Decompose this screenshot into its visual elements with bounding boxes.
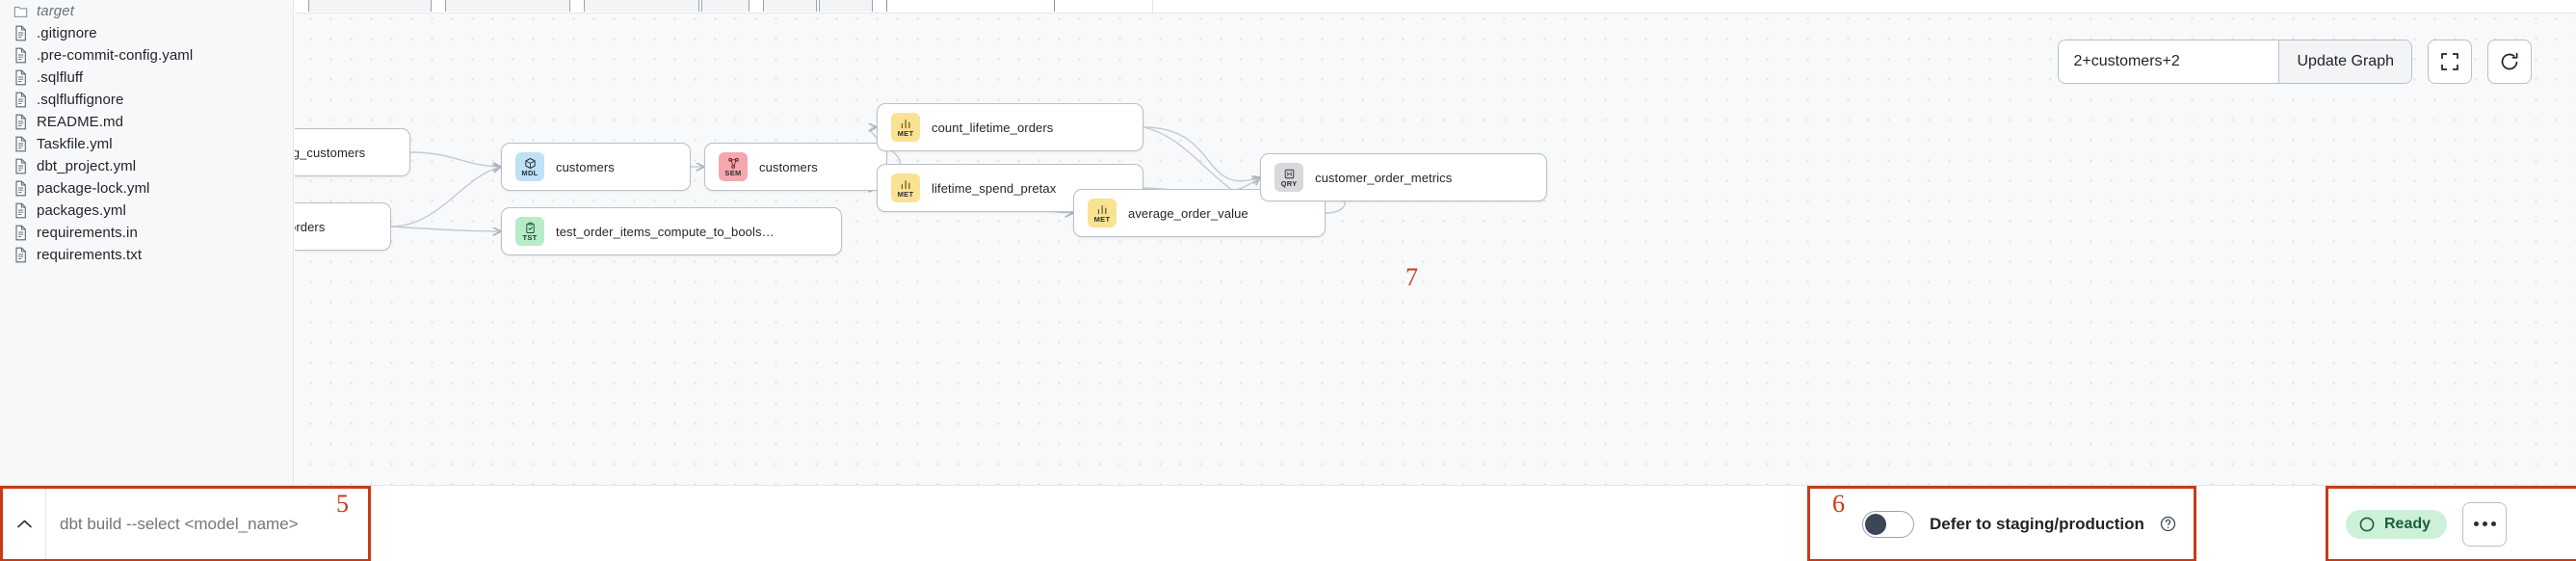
file-icon [13, 180, 28, 197]
file-name: requirements.in [37, 225, 138, 241]
bar-chart-icon: MET [891, 174, 920, 202]
editor-tab[interactable] [584, 0, 699, 12]
editor-tab[interactable] [308, 0, 432, 12]
file-row[interactable]: .sqlfluffignore [0, 89, 293, 111]
file-row[interactable]: Taskfile.yml [0, 133, 293, 155]
graph-node-label: customer_order_metrics [1315, 170, 1453, 185]
graph-node[interactable]: MDL customers [501, 143, 691, 191]
file-name: dbt_project.yml [37, 158, 137, 174]
node-kind-label: MET [897, 128, 914, 138]
status-bar: Defer to staging/production Ready [0, 485, 2576, 561]
status-circle-icon [2359, 517, 2375, 531]
graph-node-label: orders [295, 219, 326, 234]
toggle-knob [1865, 513, 1886, 535]
file-name: .sqlfluff [37, 69, 84, 86]
file-name: .pre-commit-config.yaml [37, 47, 194, 64]
file-icon [13, 247, 28, 263]
file-name: Taskfile.yml [37, 136, 113, 152]
node-kind-label: SEM [724, 168, 742, 177]
file-icon [13, 225, 28, 241]
refresh-icon[interactable] [2487, 40, 2532, 84]
chevron-up-icon[interactable] [3, 489, 46, 559]
bar-chart-icon: MET [1088, 199, 1117, 227]
node-kind-label: MET [1093, 214, 1111, 224]
tab-strip-divider [1152, 0, 1153, 13]
semantic-icon: SEM [719, 152, 748, 181]
editor-tab[interactable] [701, 0, 749, 12]
file-name: .sqlfluffignore [37, 92, 124, 108]
graph-node-label: test_order_items_compute_to_bools… [556, 224, 775, 239]
update-graph-button[interactable]: Update Graph [2278, 40, 2411, 83]
status-badge[interactable]: Ready [2346, 509, 2448, 539]
file-row[interactable]: .gitignore [0, 22, 293, 44]
graph-node[interactable]: tg_customers [295, 128, 410, 176]
file-icon [13, 158, 28, 174]
file-row[interactable]: requirements.txt [0, 244, 293, 266]
file-list: target .gitignore .pre-commit-config.yam… [0, 0, 293, 266]
node-kind-label: MDL [521, 168, 539, 177]
file-icon [13, 136, 28, 152]
run-status-group: Ready [2326, 486, 2576, 561]
defer-label: Defer to staging/production [1930, 514, 2144, 533]
file-row[interactable]: target [0, 0, 293, 22]
graph-node[interactable]: SEM customers [704, 143, 887, 191]
query-icon: QRY [1275, 163, 1303, 192]
graph-node-label: count_lifetime_orders [932, 120, 1054, 135]
graph-toolbar: Update Graph [2058, 40, 2532, 84]
graph-node-label: customers [556, 159, 615, 174]
graph-node-label: lifetime_spend_pretax [932, 180, 1057, 196]
file-row[interactable]: packages.yml [0, 200, 293, 222]
lineage-graph-canvas[interactable]: tg_customersorders MDL customers TST tes… [295, 0, 2576, 485]
file-name: packages.yml [37, 202, 126, 219]
editor-tab-strip[interactable] [295, 0, 2576, 13]
graph-node-label: average_order_value [1128, 205, 1249, 221]
file-name: README.md [37, 114, 124, 130]
graph-node[interactable]: MET count_lifetime_orders [877, 103, 1143, 151]
graph-node[interactable]: QRY customer_order_metrics [1260, 153, 1547, 201]
file-name: package-lock.yml [37, 180, 150, 197]
file-name: requirements.txt [37, 247, 143, 263]
command-bar [0, 486, 371, 561]
editor-tab[interactable] [819, 0, 873, 12]
file-row[interactable]: README.md [0, 111, 293, 133]
editor-tab-active[interactable] [886, 0, 1055, 12]
file-icon [13, 92, 28, 108]
graph-selector-input[interactable] [2059, 40, 2279, 83]
status-badge-label: Ready [2384, 515, 2431, 532]
more-horizontal-icon[interactable] [2462, 501, 2508, 547]
defer-toggle-group: Defer to staging/production [1807, 486, 2196, 561]
file-name: target [37, 3, 74, 19]
file-icon [13, 114, 28, 130]
defer-toggle[interactable] [1862, 510, 1914, 538]
file-explorer-sidebar: target .gitignore .pre-commit-config.yam… [0, 0, 294, 485]
file-icon [13, 47, 28, 64]
node-kind-label: QRY [1280, 178, 1298, 188]
cube-icon: MDL [515, 152, 544, 181]
fullscreen-icon[interactable] [2428, 40, 2472, 84]
node-kind-label: TST [522, 232, 538, 242]
file-row[interactable]: .pre-commit-config.yaml [0, 44, 293, 67]
file-row[interactable]: dbt_project.yml [0, 155, 293, 177]
graph-node[interactable]: TST test_order_items_compute_to_bools… [501, 207, 842, 255]
file-row[interactable]: requirements.in [0, 222, 293, 244]
graph-node-label: customers [759, 159, 818, 174]
file-icon [13, 25, 28, 41]
bar-chart-icon: MET [891, 113, 920, 142]
file-row[interactable]: .sqlfluff [0, 67, 293, 89]
editor-tab[interactable] [763, 0, 817, 12]
file-icon [13, 202, 28, 219]
dbt-command-input[interactable] [46, 489, 368, 559]
node-kind-label: MET [897, 189, 914, 199]
file-name: .gitignore [37, 25, 97, 41]
graph-node[interactable]: orders [295, 202, 391, 251]
file-row[interactable]: package-lock.yml [0, 177, 293, 200]
folder-icon [13, 3, 28, 19]
graph-node-label: tg_customers [295, 145, 366, 160]
clipboard-check-icon: TST [515, 217, 544, 246]
file-icon [13, 69, 28, 86]
help-circle-icon[interactable] [2160, 516, 2176, 532]
selector-group: Update Graph [2058, 40, 2412, 84]
editor-tab[interactable] [445, 0, 570, 12]
